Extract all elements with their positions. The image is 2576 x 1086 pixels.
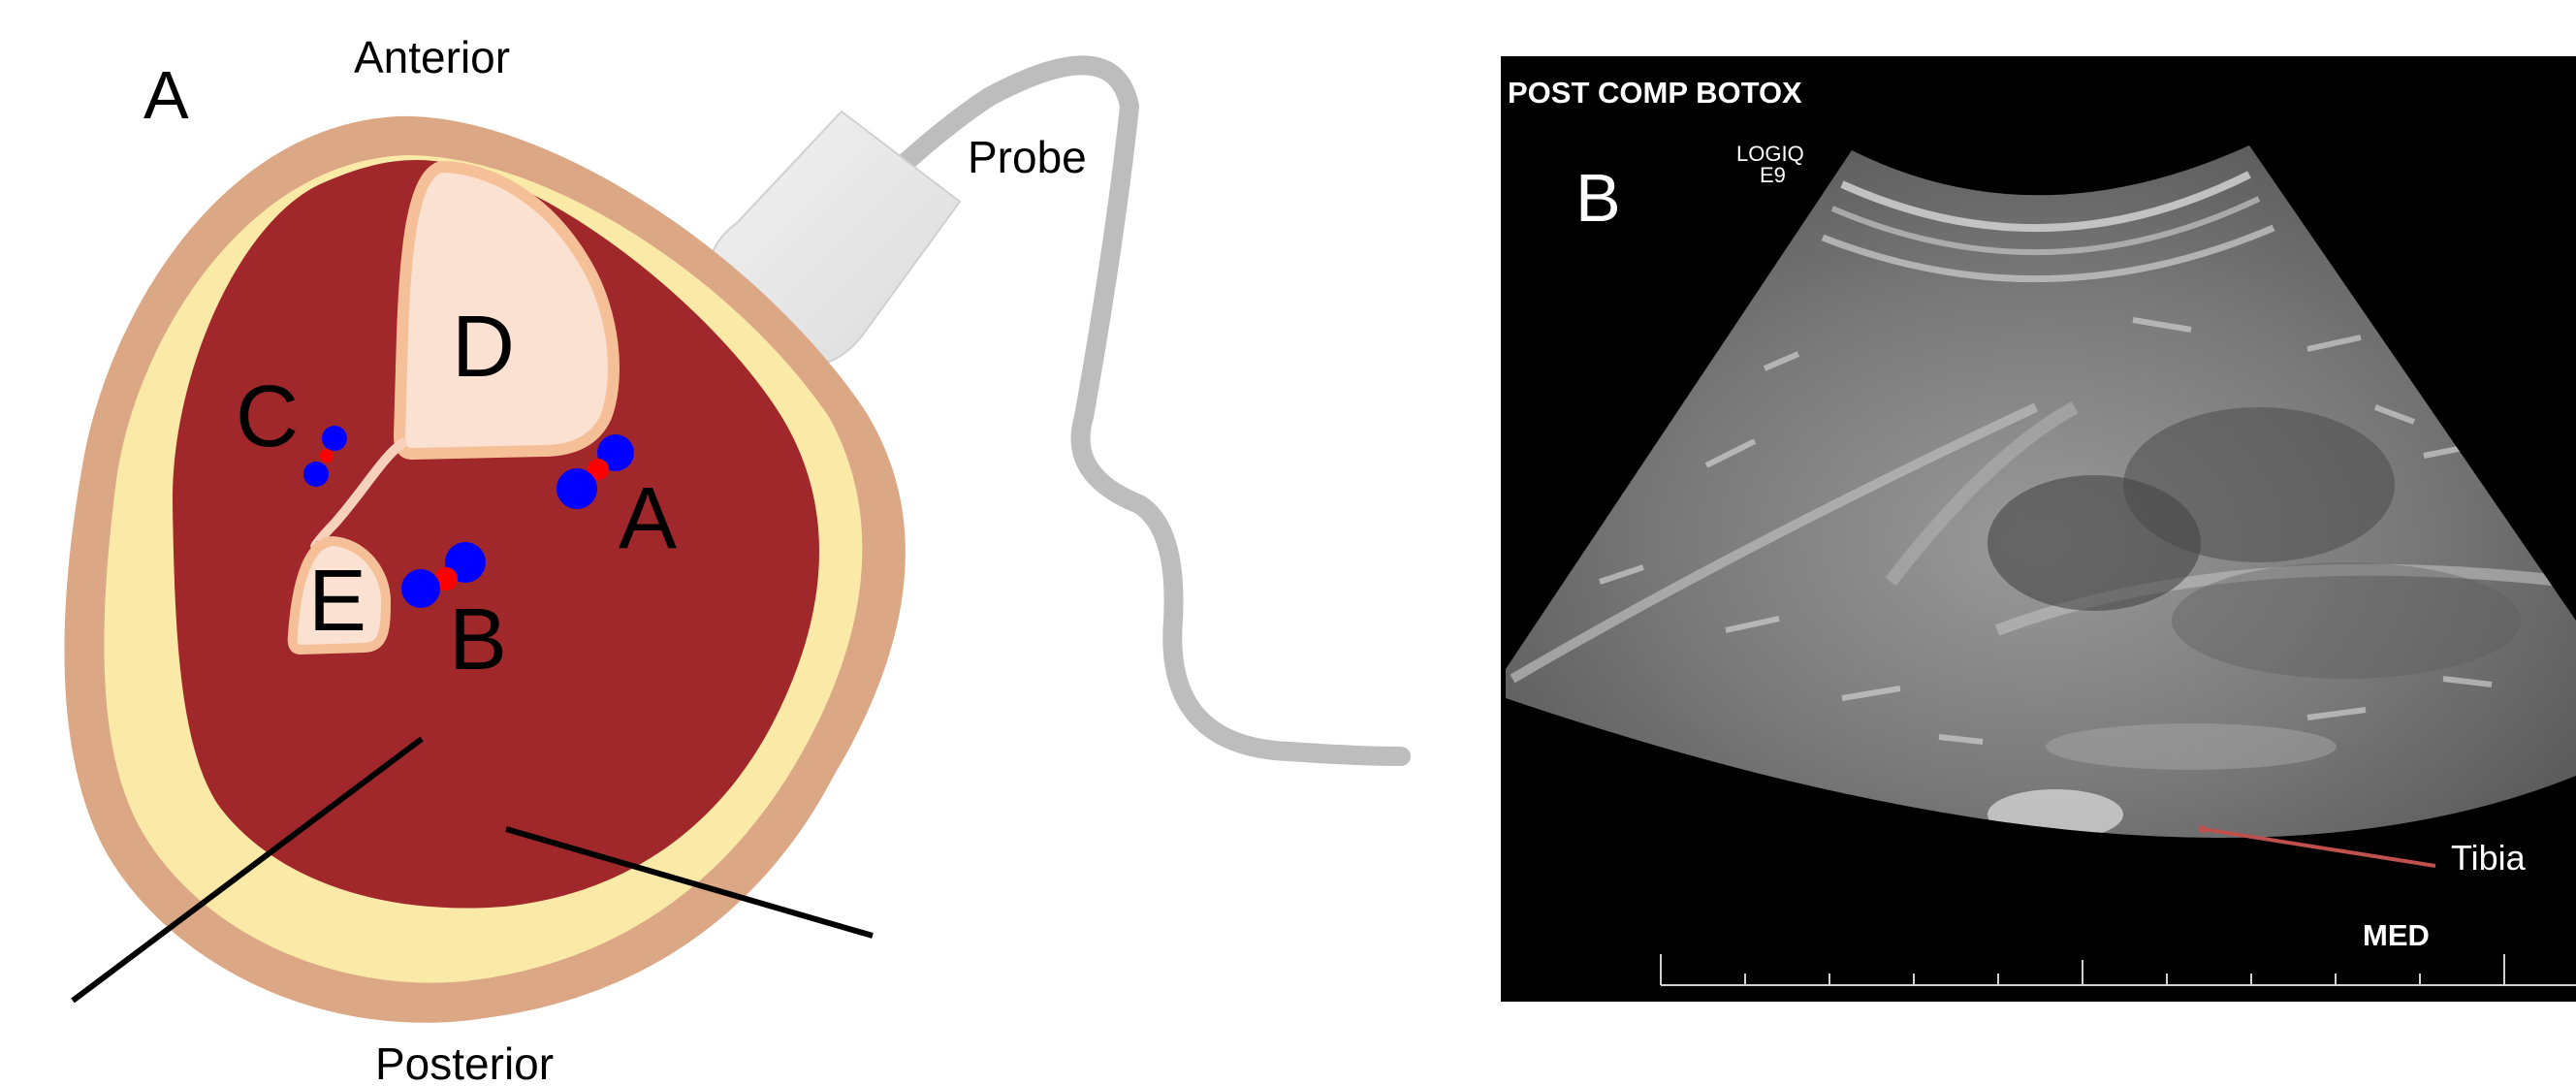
tibia-label: Tibia bbox=[2451, 838, 2527, 878]
bundle-a-label: A bbox=[619, 470, 677, 567]
vein-icon bbox=[322, 426, 347, 451]
artery-icon bbox=[320, 449, 334, 463]
tibia-pointer-tip bbox=[2199, 825, 2207, 833]
probe-cable bbox=[873, 65, 1401, 756]
vein-icon bbox=[401, 569, 440, 608]
bone-e-label: E bbox=[308, 553, 366, 650]
ultrasound-header: POST COMP BOTOX bbox=[1508, 76, 1802, 110]
med-marker: MED bbox=[2363, 918, 2430, 952]
bundle-c-label: C bbox=[236, 368, 299, 465]
bundle-b-label: B bbox=[449, 591, 507, 688]
posterior-label: Posterior bbox=[375, 1038, 554, 1086]
bone-d-label: D bbox=[452, 299, 515, 396]
vein-icon bbox=[303, 462, 329, 487]
panel-a: A Anterior Posterior Probe D E C A B bbox=[64, 32, 1401, 1086]
machine-model-line2: E9 bbox=[1760, 163, 1786, 187]
anterior-label: Anterior bbox=[354, 32, 510, 82]
vein-icon bbox=[557, 468, 597, 509]
panel-a-label: A bbox=[143, 57, 189, 133]
panel-b: POST COMP BOTOX LOGIQ E9 B Tibia MED bbox=[1501, 56, 2576, 1002]
panel-b-label: B bbox=[1575, 160, 1621, 236]
probe-label: Probe bbox=[968, 132, 1087, 182]
